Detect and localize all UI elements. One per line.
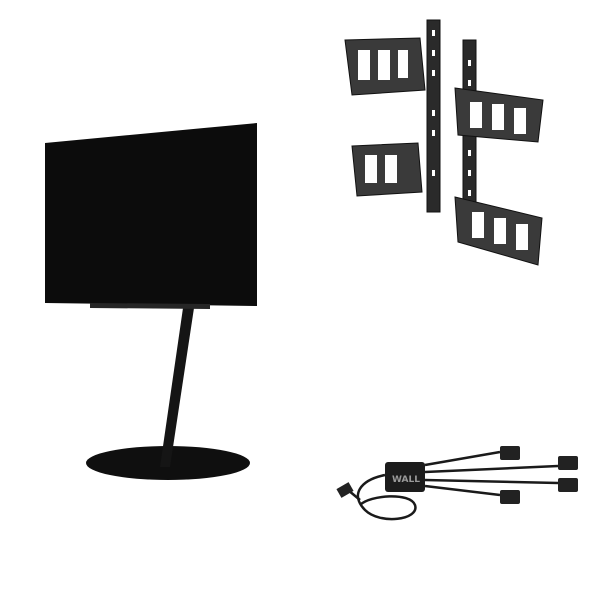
tv-screen	[45, 123, 257, 306]
wall-mount-brackets	[344, 19, 544, 266]
outlet-3	[558, 478, 578, 492]
outlet-2	[558, 456, 578, 470]
splitter-box	[385, 462, 425, 492]
stand-pole	[160, 308, 194, 467]
tv-stand	[45, 123, 257, 480]
outlet-1	[500, 446, 520, 460]
plug	[336, 482, 354, 498]
splitter-logo: WALL	[392, 475, 420, 485]
outlet-4	[500, 490, 520, 504]
power-splitter-cable: WALL	[336, 446, 578, 521]
tv-bottom-bezel	[90, 303, 210, 309]
